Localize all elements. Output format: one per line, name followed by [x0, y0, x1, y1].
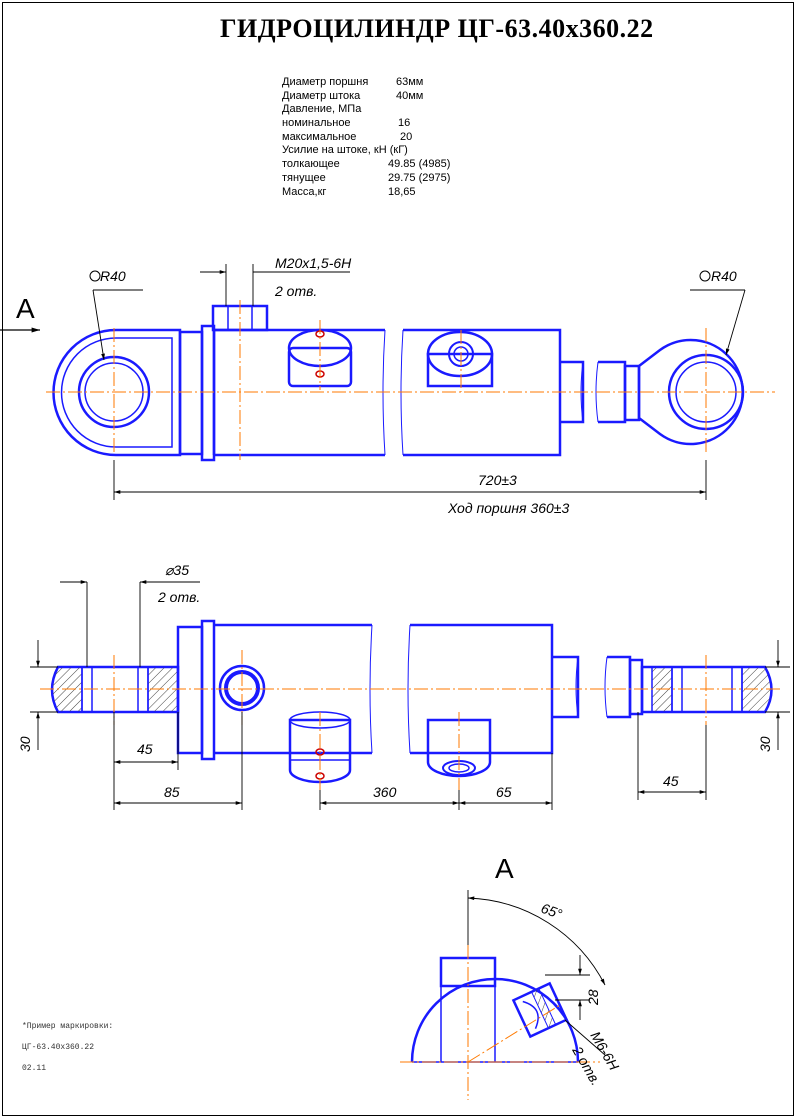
front-dimensions	[30, 580, 790, 810]
right-radius-label: R40	[711, 268, 737, 284]
stroke-label: Ход поршня 360±3	[447, 500, 569, 516]
top-centerlines	[46, 300, 775, 460]
marking-note: *Пример маркировки:	[22, 1022, 114, 1031]
total-length-label: 720±3	[478, 472, 517, 488]
drawing-title: ГИДРОЦИЛИНДР ЦГ-63.40x360.22	[220, 14, 654, 43]
hole-diameter-label: ⌀35	[165, 562, 189, 578]
front-boss-1	[288, 718, 352, 784]
front-port	[218, 664, 266, 712]
top-dimensions	[0, 264, 746, 500]
section-centerlines	[400, 945, 600, 1100]
marking-date: 02.11	[22, 1064, 47, 1073]
left-width-label: 30	[17, 736, 33, 752]
left-eye-dim-label: 45	[137, 741, 153, 757]
dim-65-label: 65	[496, 784, 512, 800]
marking-example: ЦГ-63.40x360.22	[22, 1043, 95, 1052]
section-a-view	[410, 956, 580, 1063]
section-dimensions	[467, 890, 606, 1056]
left-radius-label: R40	[100, 268, 126, 284]
view-arrow-label: A	[16, 293, 35, 324]
front-view	[50, 619, 773, 784]
front-boss-2	[426, 718, 492, 778]
left-eye-inner	[60, 337, 173, 448]
section-label: A	[495, 853, 514, 884]
thread-label: M20x1,5-6H	[275, 255, 352, 271]
right-width-label: 30	[757, 736, 773, 752]
dim-28-label: 28	[585, 989, 601, 1006]
dim-360-label: 360	[373, 784, 397, 800]
left-eye-outline	[52, 328, 182, 457]
thread-count-label: 2 отв.	[274, 283, 317, 299]
hole-count-label: 2 отв.	[157, 589, 200, 605]
top-view	[52, 304, 745, 462]
front-centerlines	[40, 650, 780, 790]
right-eye-dim-label: 45	[663, 773, 679, 789]
angle-label: 65°	[539, 900, 565, 922]
dim-85-label: 85	[164, 784, 180, 800]
